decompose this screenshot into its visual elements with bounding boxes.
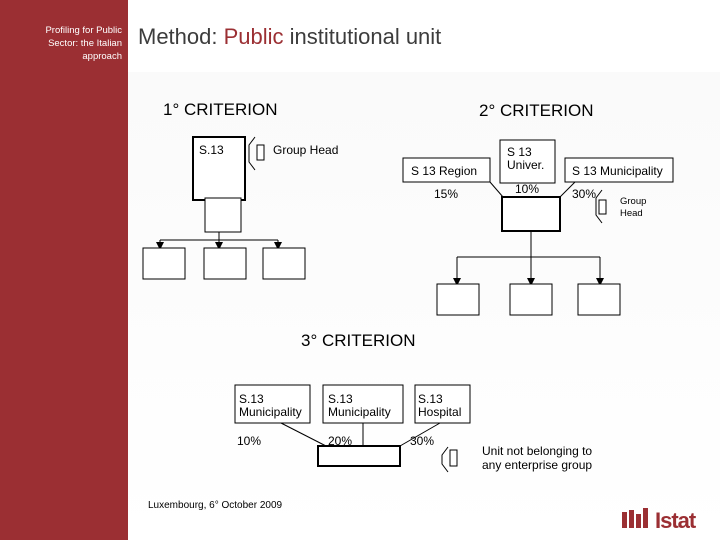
footer-text: Luxembourg, 6° October 2009 [148, 500, 283, 511]
c3-hospital-line1: S.13 [418, 392, 443, 406]
criterion-2-label: 2° CRITERION [479, 101, 594, 120]
c1-leaf-box-2 [203, 247, 247, 280]
criterion-1-label: 1° CRITERION [163, 100, 278, 119]
c3-muni2-line1: S.13 [328, 392, 353, 406]
c1-unit-label: S.13 [199, 143, 224, 157]
c2-group-head-line2: Head [620, 208, 643, 219]
c2-leaf-box-3 [577, 283, 621, 316]
c2-region-pct: 15% [434, 187, 459, 201]
criterion-3-label: 3° CRITERION [301, 331, 416, 350]
c2-municipality-label: S 13 Municipality [572, 164, 663, 178]
c2-municipality-box [564, 157, 674, 183]
c2-univer-box [499, 139, 556, 184]
title-highlight: Public [223, 24, 284, 49]
c2-univer-pct: 10% [515, 182, 540, 196]
c3-hospital-connector [399, 422, 441, 447]
c3-muni1-line1: S.13 [239, 392, 264, 406]
c1-mid-box [204, 197, 242, 233]
sidebar: Profiling for Public Sector: the Italian… [0, 0, 128, 540]
c3-pct-1: 10% [237, 434, 262, 448]
c3-muni1-connector [280, 422, 327, 447]
c3-muni1-box [234, 384, 311, 424]
logo-bar-1 [622, 512, 627, 528]
c1-leaf-box-1 [142, 247, 186, 280]
c2-region-connector [489, 181, 504, 198]
c1-group-head-label: Group Head [273, 143, 339, 157]
logo-bar-2 [629, 510, 634, 528]
c2-municipality-connector [559, 181, 576, 198]
sidebar-caption: Profiling for Public Sector: the Italian… [45, 25, 122, 62]
c1-group-head-box [256, 144, 265, 161]
logo-bar-3 [636, 514, 641, 528]
c2-region-box [402, 157, 491, 183]
c2-municipality-pct: 30% [572, 187, 597, 201]
c3-muni1-line2: Municipality [239, 405, 302, 419]
logo-bar-4 [643, 508, 648, 528]
c3-unit-bracket [441, 446, 449, 473]
c3-pct-3: 30% [410, 434, 435, 448]
c1-group-head-bracket [248, 136, 256, 171]
page-title: Method: Public institutional unit [138, 24, 441, 50]
istat-logo: Istat [655, 508, 696, 533]
c3-hospital-line2: Hospital [418, 405, 462, 419]
title-suffix: institutional unit [283, 24, 442, 49]
c1-leaf-box-3 [262, 247, 306, 280]
c3-mid-box [317, 445, 401, 467]
c3-unit-note-line1: Unit not belonging to [482, 444, 593, 458]
c2-group-head-line1: Group [620, 196, 647, 207]
c2-group-head-bracket [595, 189, 603, 224]
c2-mid-box [501, 196, 561, 232]
c3-unit-box [449, 449, 458, 467]
c3-muni2-line2: Municipality [328, 405, 391, 419]
c2-univer-line1: S 13 [507, 145, 532, 159]
c3-muni2-box [322, 384, 404, 424]
c3-hospital-box [414, 384, 471, 424]
c3-unit-note-line2: any enterprise group [482, 458, 593, 472]
c2-leaf-box-2 [509, 283, 553, 316]
c2-leaf-box-1 [436, 283, 480, 316]
c2-region-label: S 13 Region [411, 164, 478, 178]
c3-pct-2: 20% [328, 434, 353, 448]
c2-univer-line2: Univer. [507, 158, 545, 172]
c2-group-head-box [598, 199, 607, 215]
title-prefix: Method: [138, 24, 224, 49]
